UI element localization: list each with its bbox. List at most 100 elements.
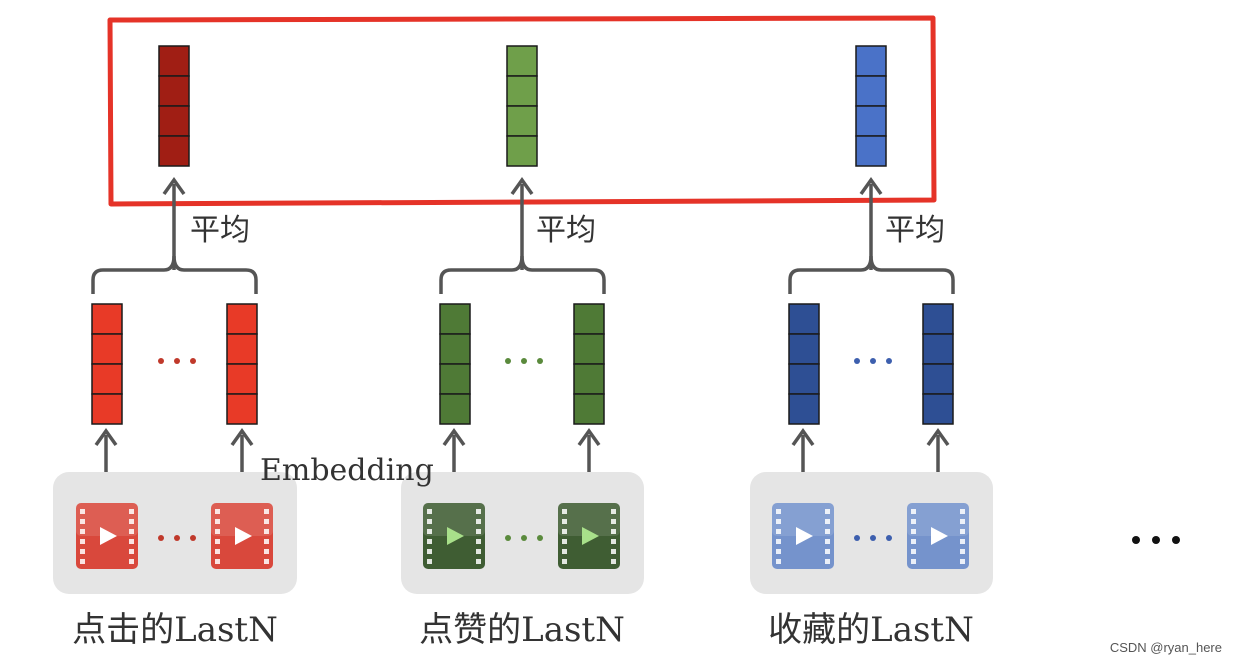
vector-cell bbox=[573, 393, 605, 425]
ellipsis-dot bbox=[1172, 536, 1180, 544]
vector-cell bbox=[788, 393, 820, 425]
ellipsis-dot bbox=[521, 358, 527, 364]
ellipsis-dot bbox=[158, 535, 164, 541]
embedding-ellipsis bbox=[158, 358, 196, 364]
film-hole bbox=[476, 549, 481, 554]
film-hole bbox=[129, 519, 134, 524]
film-hole bbox=[129, 549, 134, 554]
film-hole bbox=[476, 519, 481, 524]
film-hole bbox=[825, 539, 830, 544]
film-hole bbox=[427, 549, 432, 554]
play-icon bbox=[100, 527, 117, 545]
vector-cell bbox=[506, 75, 538, 107]
film-hole bbox=[611, 509, 616, 514]
group-click: 平均 点击的LastN bbox=[53, 45, 297, 650]
average-label: 平均 bbox=[536, 213, 596, 248]
arrowhead-icon bbox=[926, 427, 950, 447]
ellipsis-dot bbox=[870, 358, 876, 364]
film-hole bbox=[611, 559, 616, 564]
film-hole bbox=[911, 529, 916, 534]
film-hole bbox=[427, 529, 432, 534]
arrowhead-icon bbox=[577, 427, 601, 447]
video-shine bbox=[907, 503, 969, 536]
embedding-vector-last bbox=[573, 303, 605, 425]
video-icon bbox=[423, 503, 485, 569]
pooled-vector bbox=[506, 45, 538, 167]
film-hole bbox=[911, 509, 916, 514]
film-hole bbox=[960, 529, 965, 534]
vector-cell bbox=[439, 333, 471, 365]
film-hole bbox=[476, 509, 481, 514]
vector-cell bbox=[922, 333, 954, 365]
ellipsis-dot bbox=[505, 358, 511, 364]
film-hole bbox=[264, 559, 269, 564]
film-hole bbox=[562, 509, 567, 514]
ellipsis-dot bbox=[886, 358, 892, 364]
film-hole bbox=[611, 539, 616, 544]
vector-cell bbox=[158, 105, 190, 137]
arrowhead-icon bbox=[230, 427, 254, 447]
ellipsis-dot bbox=[870, 535, 876, 541]
video-icon bbox=[907, 503, 969, 569]
embedding-vector-first bbox=[91, 303, 123, 425]
vector-cell bbox=[158, 135, 190, 167]
film-hole bbox=[776, 539, 781, 544]
film-hole bbox=[960, 559, 965, 564]
film-hole bbox=[960, 549, 965, 554]
film-hole bbox=[825, 549, 830, 554]
ellipsis-dot bbox=[854, 535, 860, 541]
film-hole bbox=[611, 549, 616, 554]
ellipsis-dot bbox=[1152, 536, 1160, 544]
group-label: 点击的LastN bbox=[72, 610, 278, 650]
vector-cell bbox=[91, 393, 123, 425]
film-hole bbox=[911, 519, 916, 524]
vector-cell bbox=[439, 393, 471, 425]
film-hole bbox=[264, 549, 269, 554]
film-hole bbox=[129, 559, 134, 564]
arrowhead-icon bbox=[162, 176, 186, 196]
film-hole bbox=[129, 509, 134, 514]
video-ellipsis bbox=[854, 535, 892, 541]
film-hole bbox=[264, 509, 269, 514]
film-hole bbox=[611, 519, 616, 524]
film-hole bbox=[476, 559, 481, 564]
ellipsis-dot bbox=[190, 535, 196, 541]
embedding-vector-first bbox=[439, 303, 471, 425]
play-icon bbox=[235, 527, 252, 545]
group-like: 平均 点赞的LastN bbox=[401, 45, 644, 650]
film-hole bbox=[562, 559, 567, 564]
vector-cell bbox=[922, 363, 954, 395]
film-hole bbox=[427, 509, 432, 514]
ellipsis-dot bbox=[505, 535, 511, 541]
film-hole bbox=[776, 549, 781, 554]
play-icon bbox=[582, 527, 599, 545]
vector-cell bbox=[855, 105, 887, 137]
film-hole bbox=[476, 539, 481, 544]
vector-cell bbox=[506, 135, 538, 167]
vector-cell bbox=[226, 393, 258, 425]
brace bbox=[91, 255, 258, 294]
vector-cell bbox=[922, 303, 954, 335]
film-hole bbox=[562, 549, 567, 554]
film-hole bbox=[611, 529, 616, 534]
film-hole bbox=[129, 539, 134, 544]
play-icon bbox=[796, 527, 813, 545]
film-hole bbox=[264, 519, 269, 524]
ellipsis-dot bbox=[886, 535, 892, 541]
film-hole bbox=[825, 509, 830, 514]
vector-cell bbox=[226, 303, 258, 335]
film-hole bbox=[825, 519, 830, 524]
video-icon bbox=[76, 503, 138, 569]
vector-cell bbox=[158, 75, 190, 107]
film-hole bbox=[562, 539, 567, 544]
vector-cell bbox=[91, 303, 123, 335]
video-shine bbox=[76, 503, 138, 536]
average-label: 平均 bbox=[885, 213, 945, 248]
film-hole bbox=[776, 529, 781, 534]
embedding-vector-first bbox=[788, 303, 820, 425]
embedding-vector-last bbox=[226, 303, 258, 425]
pooled-vector bbox=[855, 45, 887, 167]
vector-cell bbox=[855, 75, 887, 107]
film-hole bbox=[129, 529, 134, 534]
